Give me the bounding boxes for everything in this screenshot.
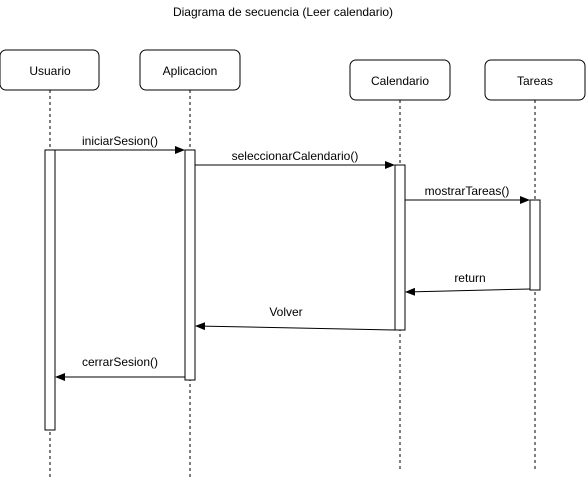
message-return: return [405,271,531,296]
message-seleccionar-calendario-label: seleccionarCalendario() [232,149,359,163]
message-mostrar-tareas: mostrarTareas() [405,184,530,204]
participant-aplicacion[interactable]: Aplicacion [139,49,241,91]
message-cerrar-sesion: cerrarSesion() [55,355,185,381]
participant-calendario[interactable]: Calendario [349,59,451,101]
message-iniciar-sesion: iniciarSesion() [55,134,185,154]
participant-usuario-label: Usuario [29,64,71,78]
message-seleccionar-calendario: seleccionarCalendario() [195,149,395,169]
activation-usuario [44,149,56,431]
message-mostrar-tareas-label: mostrarTareas() [425,184,510,198]
participant-tareas-label: Tareas [517,74,553,88]
diagram-title: Diagrama de secuencia (Leer calendario) [173,5,393,19]
activation-aplicacion [184,149,196,381]
participant-calendario-label: Calendario [371,74,429,88]
message-iniciar-sesion-label: iniciarSesion() [82,134,158,148]
message-return-label: return [454,271,485,285]
activation-tareas [529,199,541,291]
message-volver: Volver [195,305,396,331]
participant-usuario[interactable]: Usuario [0,49,100,91]
participant-tareas[interactable]: Tareas [484,59,586,101]
message-cerrar-sesion-label: cerrarSesion() [82,355,158,369]
activation-calendario [394,164,406,331]
participant-aplicacion-label: Aplicacion [163,64,218,78]
message-volver-label: Volver [269,305,302,319]
